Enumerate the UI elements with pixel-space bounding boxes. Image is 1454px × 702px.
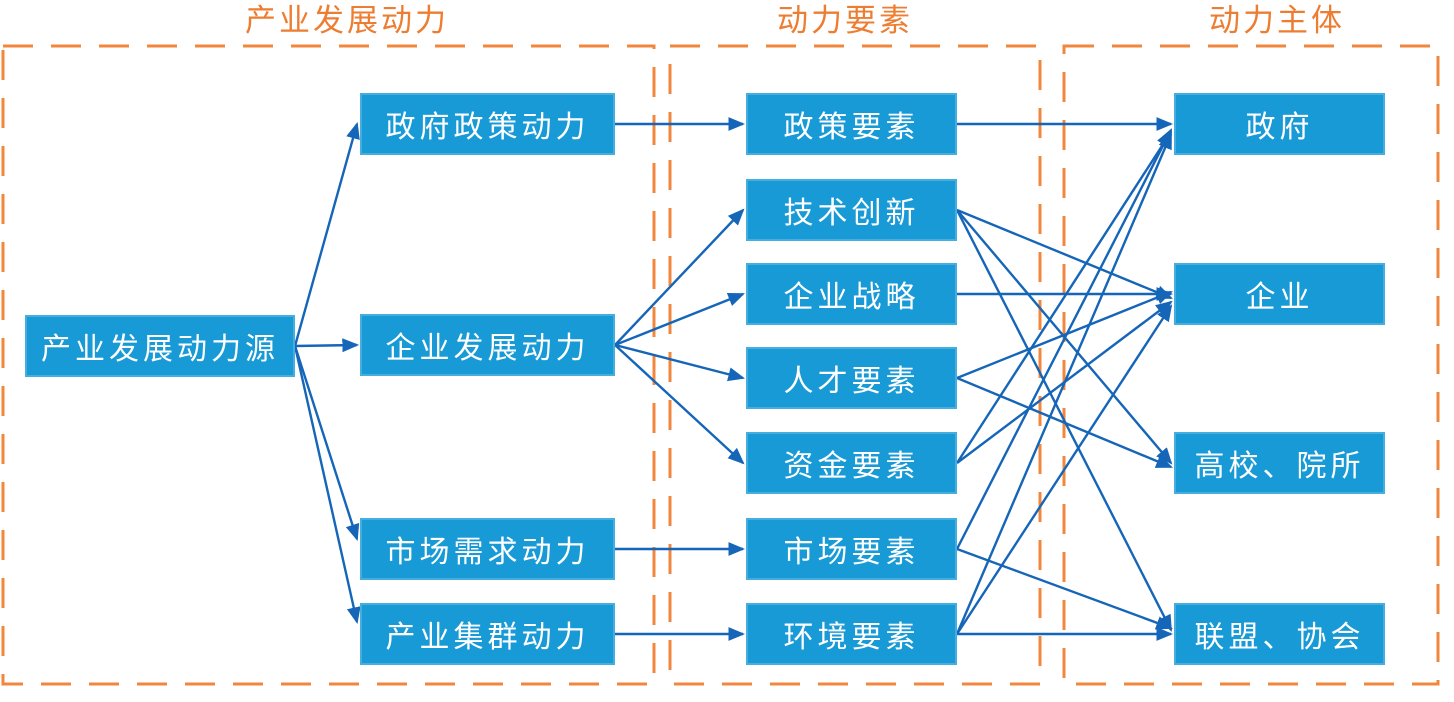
section-title-industry-power: 产业发展动力 xyxy=(245,3,449,38)
edge-source-to-market-demand xyxy=(293,345,360,541)
edge-enterprise-dev-to-capital-factor xyxy=(614,344,745,465)
edge-source-to-gov-policy xyxy=(293,121,360,347)
section-frames xyxy=(1,44,1440,686)
edge-arrows xyxy=(293,117,1174,641)
edge-capital-factor-to-government xyxy=(955,130,1173,464)
edge-enterprise-dev-to-tech-innovation xyxy=(614,208,745,346)
edge-environment-factor-to-government xyxy=(955,132,1173,635)
edge-source-to-cluster xyxy=(293,345,361,625)
edge-source-to-enterprise-dev xyxy=(294,338,360,353)
edge-talent-factor-to-universities xyxy=(956,376,1173,469)
edge-enterprise-dev-to-talent-factor xyxy=(614,343,746,382)
section-title-power-subjects: 动力主体 xyxy=(1209,3,1345,38)
edge-market-factor-to-government xyxy=(955,128,1173,550)
edge-talent-factor-to-enterprise xyxy=(956,290,1173,380)
section-frame-power-factors xyxy=(668,44,1042,686)
edge-enterprise-dev-to-enterprise-strategy xyxy=(614,292,745,347)
section-frame-industry-power xyxy=(1,44,656,686)
edge-tech-innovation-to-alliances xyxy=(955,209,1173,632)
edge-environment-factor-to-enterprise xyxy=(955,304,1173,635)
edge-market-factor-to-alliances xyxy=(956,547,1173,630)
section-title-power-factors: 动力要素 xyxy=(777,3,913,38)
edge-tech-innovation-to-universities xyxy=(956,209,1173,465)
section-frame-power-subjects xyxy=(1062,44,1440,686)
edge-tech-innovation-to-enterprise xyxy=(956,208,1173,300)
